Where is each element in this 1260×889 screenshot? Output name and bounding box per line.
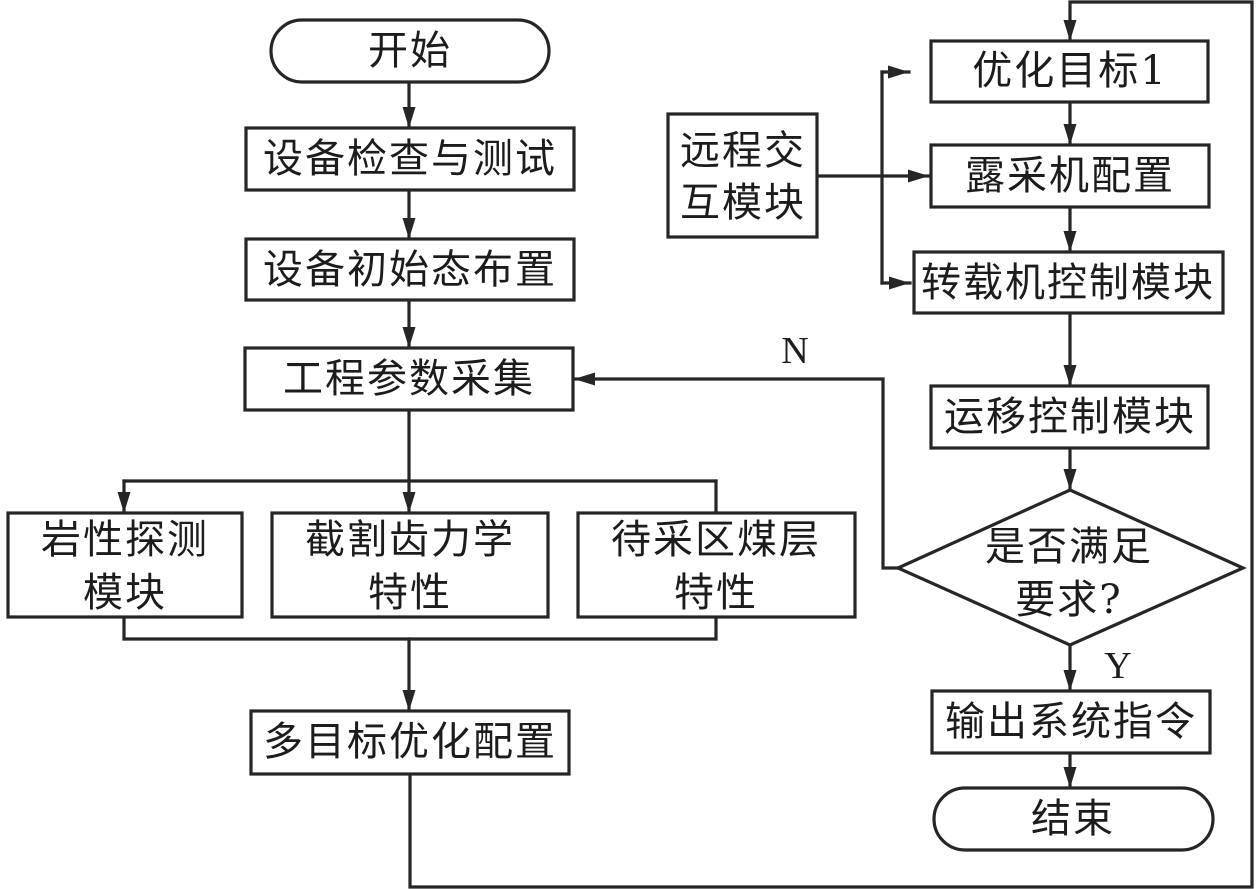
node-output-command: 输出系统指令 xyxy=(930,689,1212,755)
end-label: 结束 xyxy=(1031,796,1115,842)
node-end: 结束 xyxy=(932,786,1215,852)
node-remote-interaction: 远程交 互模块 xyxy=(666,112,819,239)
param-collection-label: 工程参数采集 xyxy=(283,356,535,402)
coal-seam-box xyxy=(576,511,857,619)
node-equipment-check: 设备检查与测试 xyxy=(244,126,576,192)
decision-diamond xyxy=(894,488,1247,647)
start-terminal-shape xyxy=(269,18,551,84)
cutter-mechanics-box xyxy=(270,511,550,619)
edge-multi-objective-to-optimization-target xyxy=(408,0,1254,889)
miner-config-label: 露采机配置 xyxy=(965,153,1175,199)
node-initial-layout: 设备初始态布置 xyxy=(244,237,576,302)
node-param-collection: 工程参数采集 xyxy=(243,346,575,412)
coal-seam-label-line2: 特性 xyxy=(674,570,758,616)
edge-label-yes: Y xyxy=(1104,645,1131,687)
multi-objective-box xyxy=(249,709,571,776)
edges xyxy=(117,0,1254,889)
cutter-mechanics-label-line2: 特性 xyxy=(368,570,452,616)
node-start: 开始 xyxy=(269,18,551,84)
rock-detection-label-line2: 模块 xyxy=(83,570,167,616)
output-command-label: 输出系统指令 xyxy=(945,699,1197,745)
remote-interaction-label-line1: 远程交 xyxy=(680,128,806,174)
cutter-mechanics-label-line1: 截割齿力学 xyxy=(305,517,515,563)
miner-config-box xyxy=(929,143,1211,209)
node-coal-seam: 待采区煤层 特性 xyxy=(576,511,857,619)
node-transfer-control: 转载机控制模块 xyxy=(912,250,1225,315)
decision-label-line1: 是否满足 xyxy=(985,524,1153,570)
edge-decision-no-to-param-collection xyxy=(572,372,900,570)
rock-detection-label-line1: 岩性探测 xyxy=(41,517,209,563)
param-collection-box xyxy=(243,346,575,412)
end-terminal-shape xyxy=(932,786,1215,852)
node-decision: 是否满足 要求? xyxy=(894,488,1247,647)
remote-interaction-label-line2: 互模块 xyxy=(680,180,806,226)
output-command-box xyxy=(930,689,1212,755)
decision-label-line2: 要求? xyxy=(1015,577,1122,623)
node-cutter-mechanics: 截割齿力学 特性 xyxy=(270,511,550,619)
start-label: 开始 xyxy=(368,28,452,74)
transfer-control-label: 转载机控制模块 xyxy=(921,260,1215,306)
edge-label-no: N xyxy=(781,330,808,372)
optimization-target-box xyxy=(929,39,1210,104)
node-transport-control: 运移控制模块 xyxy=(929,384,1210,450)
transfer-control-box xyxy=(912,250,1225,315)
optimization-target-label: 优化目标1 xyxy=(972,48,1167,94)
multi-objective-label: 多目标优化配置 xyxy=(263,719,557,765)
initial-layout-label: 设备初始态布置 xyxy=(263,247,557,293)
remote-interaction-box xyxy=(666,112,819,239)
equipment-check-box xyxy=(244,126,576,192)
node-miner-config: 露采机配置 xyxy=(929,143,1211,209)
equipment-check-label: 设备检查与测试 xyxy=(263,136,557,182)
edge-join-bus xyxy=(122,615,718,641)
node-multi-objective: 多目标优化配置 xyxy=(249,709,571,776)
rock-detection-box xyxy=(6,511,244,619)
transport-control-label: 运移控制模块 xyxy=(944,394,1196,440)
node-rock-detection: 岩性探测 模块 xyxy=(6,511,244,619)
initial-layout-box xyxy=(244,237,576,302)
transport-control-box xyxy=(929,384,1210,450)
coal-seam-label-line1: 待采区煤层 xyxy=(611,517,821,563)
node-optimization-target: 优化目标1 xyxy=(929,39,1210,104)
